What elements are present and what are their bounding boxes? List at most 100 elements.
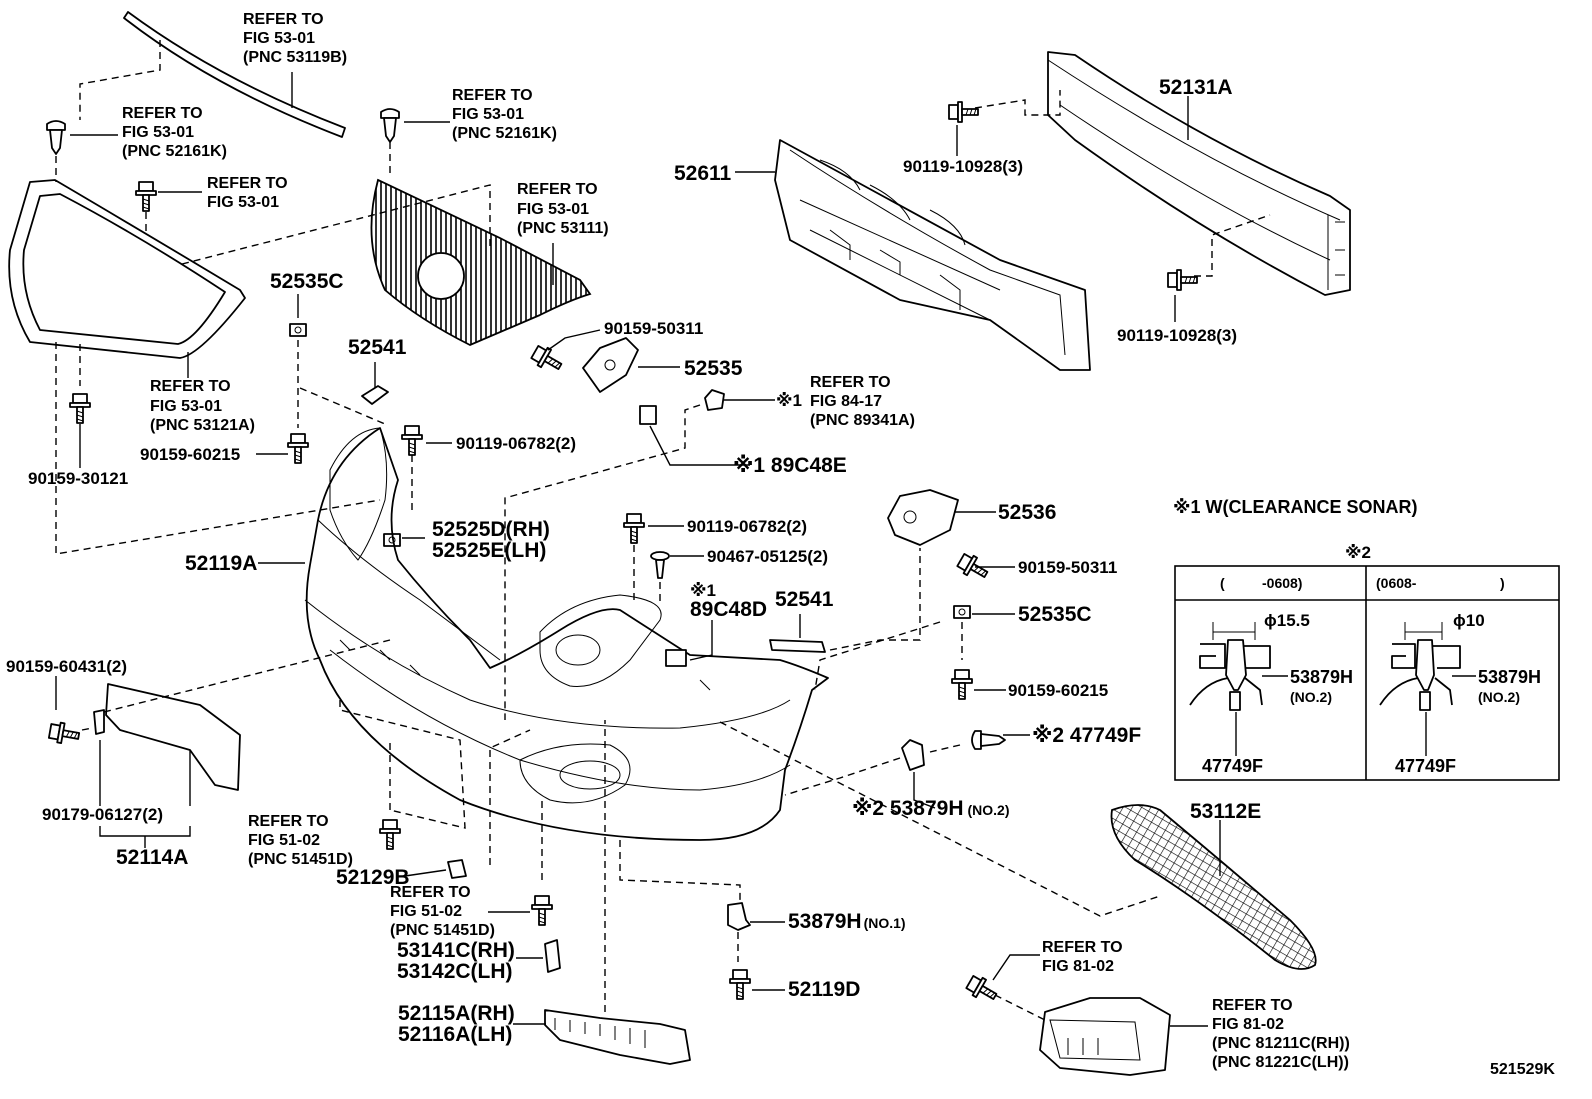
sonar-left-part-sub: (NO.2)	[1290, 689, 1332, 705]
part-53112E: 53112E	[1190, 800, 1261, 823]
part-52541-mid: 52541	[775, 588, 834, 611]
holder-53879H-no1	[727, 902, 751, 931]
clip-52535C-top	[289, 323, 307, 337]
clip-52161K-mid	[380, 108, 400, 143]
part-90467-05125: 90467-05125(2)	[707, 547, 828, 566]
grille-frame	[8, 179, 246, 359]
part-52119A: 52119A	[185, 552, 257, 575]
part-52131A: 52131A	[1159, 76, 1233, 99]
retainer-52115A	[544, 1009, 691, 1065]
part-90159-30121: 90159-30121	[28, 469, 128, 488]
sonar-left-bottom: 47749F	[1202, 756, 1263, 776]
grille-clip-left	[46, 120, 66, 155]
bolt-90159-60431	[47, 720, 82, 747]
bumper-cover-52119A	[304, 427, 829, 841]
seal-53141C	[544, 939, 561, 973]
bolt-90119-06782-top	[401, 425, 423, 456]
bolt-52119D	[729, 969, 751, 1000]
bolt-90119-10928-top	[948, 101, 979, 123]
refer-label-clip-mid: REFER TO FIG 53-01 (PNC 52161K)	[452, 87, 557, 142]
lower-grille-53112E	[1110, 804, 1317, 970]
license-bracket-52114A	[93, 683, 241, 791]
part-52119D: 52119D	[788, 978, 860, 1001]
refer-label-frame: REFER TO FIG 53-01 (PNC 53121A)	[150, 378, 255, 434]
retainer-47749F	[971, 730, 1006, 750]
clip-90467-05125	[650, 551, 670, 579]
part-90159-60215-right: 90159-60215	[1008, 681, 1108, 700]
bolt-51451D-upper	[379, 819, 401, 850]
bolt-90119-10928-bot	[1167, 269, 1198, 291]
part-52536: 52536	[998, 501, 1056, 524]
part-89C48D: 89C48D	[690, 598, 767, 621]
refer-label-molding: REFER TO FIG 53-01 (PNC 53119B)	[243, 11, 347, 66]
sonar-col-left-header: -0608)	[1262, 575, 1302, 591]
part-52525-labels: 52525D(RH) 52525E(LH)	[432, 518, 556, 562]
bracket-52536	[887, 489, 959, 546]
part-90119-06782-mid: 90119-06782(2)	[687, 517, 807, 536]
part-90159-60215-left: 90159-60215	[140, 445, 240, 464]
figure-code: 521529K	[1490, 1061, 1555, 1078]
part-52535C-right: 52535C	[1018, 603, 1092, 626]
sonar-right-part-sub: (NO.2)	[1478, 689, 1520, 705]
mark-89C48D: ※1	[690, 581, 716, 600]
clip-52535C-right	[953, 605, 971, 619]
part-52541-top: 52541	[348, 336, 407, 359]
part-52114A: 52114A	[116, 846, 188, 869]
sonar-table-title: ※1 W(CLEARANCE SONAR)	[1173, 497, 1418, 517]
seal-52541-mid	[769, 639, 826, 653]
sonar-right-bottom: 47749F	[1395, 756, 1456, 776]
connector-89C48E	[639, 405, 657, 425]
sonar-right-illustration	[1379, 622, 1461, 756]
part-90119-06782-top: 90119-06782(2)	[456, 434, 576, 453]
clip-52129B	[447, 859, 467, 879]
part-52129B: 52129B	[336, 866, 410, 889]
part-52535: 52535	[684, 357, 743, 380]
refer-label-bolt-upper: REFER TO FIG 51-02 (PNC 51451D)	[248, 813, 353, 868]
refer-label-sonar: REFER TO FIG 84-17 (PNC 89341A)	[810, 374, 915, 429]
part-90159-50311-right: 90159-50311	[1018, 558, 1117, 577]
refer-label-fog-lamp: REFER TO FIG 81-02 (PNC 81211C(RH)) (PNC…	[1212, 997, 1354, 1071]
part-52115A-labels: 52115A(RH) 52116A(LH)	[398, 1002, 521, 1046]
bolt-51451D-lower	[531, 895, 553, 926]
screw-90159-30121	[69, 393, 91, 424]
part-52535C-top: 52535C	[270, 270, 344, 293]
seal-52541-top	[361, 385, 389, 405]
fog-lamp	[1039, 997, 1171, 1076]
refer-label-bolt-lower: REFER TO FIG 51-02 (PNC 51451D)	[390, 884, 495, 939]
part-90119-10928-bot: 90119-10928(3)	[1117, 326, 1237, 345]
refer-label-grille: REFER TO FIG 53-01 (PNC 53111)	[517, 181, 609, 237]
sonar-col-right-close: )	[1500, 575, 1505, 591]
bumper-reinforcement-52131A	[1047, 51, 1351, 296]
sonar-right-dim: ϕ10	[1453, 611, 1485, 630]
energy-absorber-52611	[774, 139, 1091, 371]
grille-upper-molding	[123, 11, 346, 138]
radiator-grille	[370, 178, 592, 346]
bolt-90159-60215-right	[951, 669, 973, 700]
sonar-right-part: 53879H	[1478, 667, 1541, 687]
bolt-90119-06782-mid	[623, 513, 645, 544]
sonar-table-mark: ※2	[1345, 543, 1371, 562]
part-90159-60431: 90159-60431(2)	[6, 657, 127, 676]
part-90159-50311-top: 90159-50311	[604, 319, 703, 338]
refer-label-fog-screw: REFER TO FIG 81-02	[1042, 939, 1127, 975]
part-89C48E: ※1 89C48E	[733, 454, 847, 477]
grille-screw	[135, 181, 157, 212]
holder-53879H-no2	[901, 739, 925, 771]
part-90179-06127: 90179-06127(2)	[42, 805, 163, 824]
sonar-col-right-header: (0608-	[1376, 575, 1417, 591]
refer-label-clip-left: REFER TO FIG 53-01 (PNC 52161K)	[122, 105, 227, 160]
bracket-52535	[582, 337, 639, 393]
part-90119-10928-top: 90119-10928(3)	[903, 157, 1023, 176]
refer-label-screw: REFER TO FIG 53-01	[207, 175, 292, 211]
bolt-90159-50311-top	[528, 342, 566, 377]
sonar-mark: ※1	[776, 391, 802, 410]
connector-89C48D	[665, 649, 687, 667]
sonar-left-part: 53879H	[1290, 667, 1353, 687]
bolt-90159-60215-left	[287, 433, 309, 464]
sonar-left-illustration	[1189, 622, 1271, 756]
part-53879H-no2: ※2 53879H(NO.2)	[852, 797, 1010, 820]
part-53141C-labels: 53141C(RH) 53142C(LH)	[397, 939, 521, 983]
part-52611: 52611	[674, 162, 732, 185]
sonar-left-dim: ϕ15.5	[1264, 611, 1310, 630]
